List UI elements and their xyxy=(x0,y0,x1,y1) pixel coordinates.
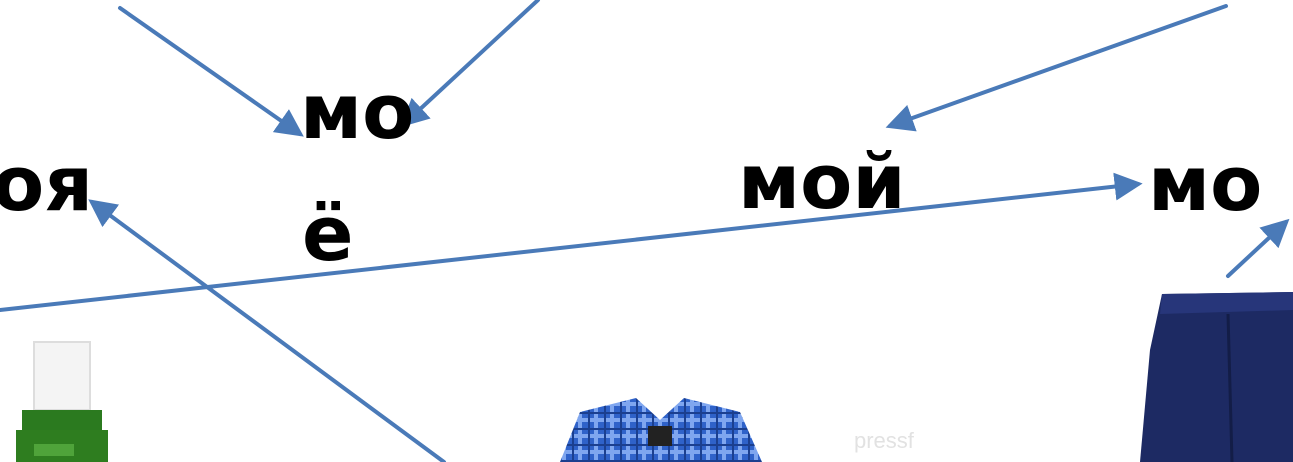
word-moe-line1: мо xyxy=(300,74,414,150)
word-moy: мой xyxy=(738,144,906,220)
arrow-to-moya xyxy=(92,202,444,462)
arrow-to-mo-right xyxy=(0,184,1138,310)
watermark-text: pressf xyxy=(854,428,914,454)
arrow-to-moe-right xyxy=(404,0,538,124)
word-moe-line2: ё xyxy=(302,196,354,272)
word-moya: оя xyxy=(0,146,93,222)
arrow-to-moe-left xyxy=(120,8,300,134)
word-mo-right: мо xyxy=(1148,146,1262,222)
arrow-to-moy xyxy=(890,6,1226,126)
trousers-icon xyxy=(1136,290,1293,462)
arrow-from-trousers xyxy=(1228,222,1286,276)
shirt-icon xyxy=(540,396,780,462)
bottle-icon xyxy=(14,340,114,462)
